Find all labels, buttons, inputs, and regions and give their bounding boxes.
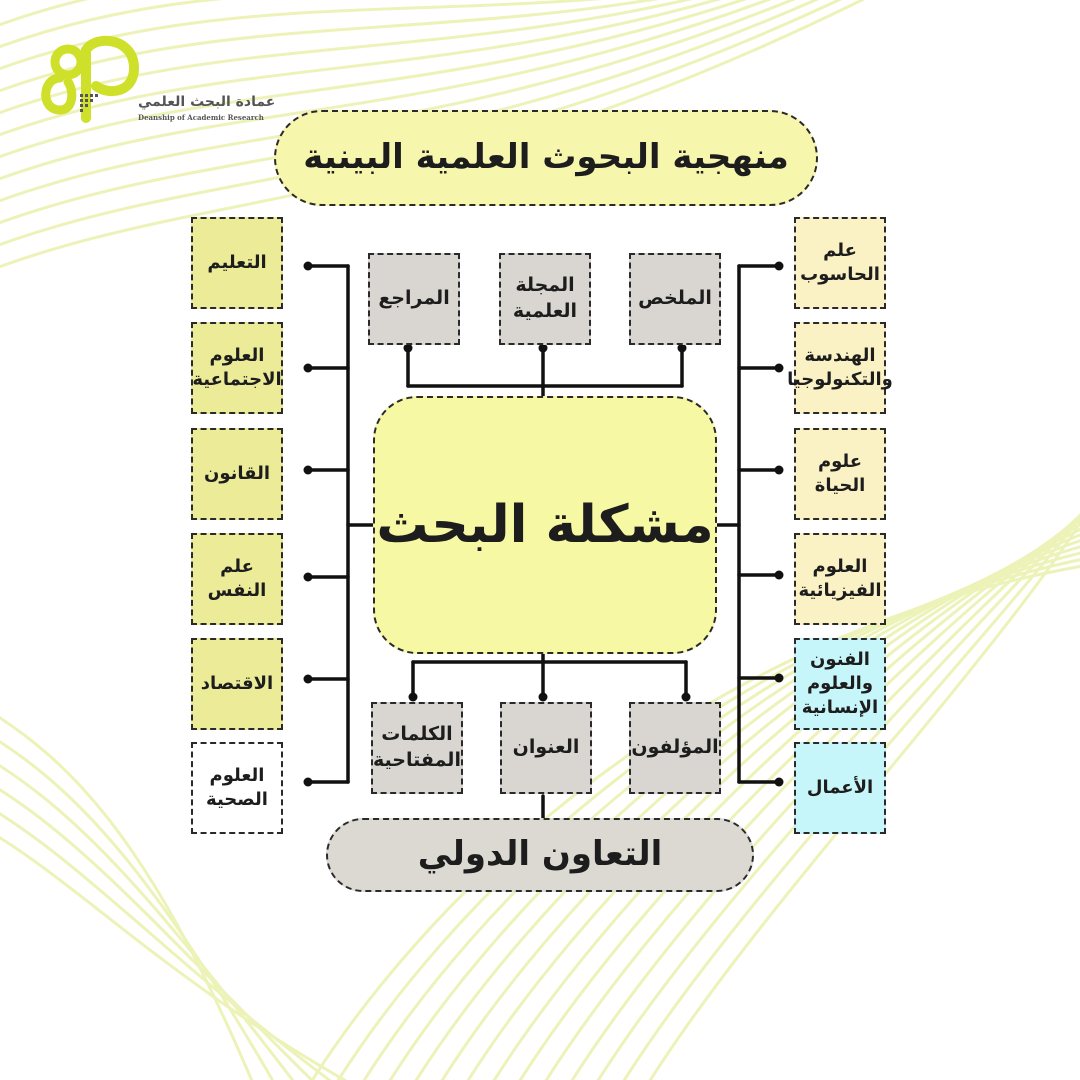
bottom-node-3-label: المؤلفون (631, 736, 719, 759)
left-node-5-label: الاقتصاد (200, 672, 274, 694)
left-node-4-label: النفس (207, 580, 267, 601)
bottom-node-3: المؤلفون (629, 702, 721, 794)
right-node-4: العلوم الفيزيائية (794, 533, 886, 625)
bottom-node-2-label: العنوان (512, 736, 580, 759)
right-node-2-label: الهندسة (804, 344, 876, 366)
top-node-2-label: العلمية (512, 300, 578, 322)
left-node-2-label: الاجتماعية (192, 369, 282, 390)
left-node-6-label: الصحية (206, 789, 268, 810)
deanship-logo: عمادة البحث العلمي Deanship of Academic … (34, 30, 275, 130)
bg-curve-left (0, 716, 254, 1080)
right-node-1-label: علم (823, 239, 857, 261)
bg-curve-left (0, 788, 314, 1080)
bg-curve-top (0, 0, 747, 159)
right-node-4-label: الفيزيائية (798, 580, 882, 601)
left-node-1: التعليم (191, 217, 283, 309)
logo-arabic-text: عمادة البحث العلمي (138, 94, 276, 110)
left-node-1-label: التعليم (207, 251, 267, 273)
top-node-1: المراجع (368, 253, 460, 345)
bg-curve-top (0, 0, 693, 115)
footer-international-cooperation: التعاون الدولي (326, 818, 754, 892)
logo-english-text: Deanship of Academic Research (138, 113, 264, 122)
right-node-5-label: الإنسانية (801, 697, 879, 719)
bg-curve-left (0, 812, 332, 1080)
left-node-4-label: علم (220, 555, 254, 577)
bg-curve-top (0, 0, 772, 181)
right-node-4-label: العلوم (812, 555, 868, 577)
top-node-1-label: المراجع (378, 287, 450, 310)
left-node-2: العلوم الاجتماعية (191, 322, 283, 414)
right-node-6-label: الأعمال (806, 776, 874, 798)
bottom-node-1-label: المفتاحية (373, 749, 461, 771)
left-node-5: الاقتصاد (191, 638, 283, 730)
left-node-6: العلوم الصحية (191, 742, 283, 834)
top-node-2: المجلة العلمية (499, 253, 591, 345)
right-node-6: الأعمال (794, 742, 886, 834)
right-node-2-label: والتكنولوجيا (787, 369, 893, 390)
right-node-1: علم الحاسوب (794, 217, 886, 309)
right-node-3-label: الحياة (814, 475, 866, 496)
right-node-3-label: علوم (817, 450, 863, 472)
diagram-title: منهجية البحوث العلمية البينية (274, 110, 818, 206)
left-node-6-label: العلوم (209, 764, 265, 786)
right-node-3: علوم الحياة (794, 428, 886, 520)
left-node-3-label: القانون (203, 462, 271, 484)
bottom-node-1: الكلمات المفتاحية (371, 702, 463, 794)
bg-curve-bottom (518, 518, 1080, 1080)
bg-curve-top (0, 0, 722, 137)
top-node-3: الملخص (629, 253, 721, 345)
right-node-1-label: الحاسوب (800, 264, 880, 285)
bottom-node-1-label: الكلمات (381, 723, 453, 746)
bottom-node-2: العنوان (500, 702, 592, 794)
top-node-2-label: المجلة (515, 274, 575, 297)
top-node-3-label: الملخص (638, 287, 712, 310)
right-node-2: الهندسة والتكنولوجيا (787, 322, 893, 414)
right-node-5-label: والعلوم (806, 672, 874, 694)
logo-mark-icon (41, 35, 140, 123)
bg-curve-bottom (492, 523, 1080, 1080)
bg-curve-left (0, 764, 295, 1080)
bg-curve-top (0, 0, 224, 49)
center-research-problem: مشكلة البحث (373, 396, 717, 654)
left-node-4: علم النفس (191, 533, 283, 625)
left-node-3: القانون (191, 428, 283, 520)
bg-curve-top (0, 0, 89, 27)
left-node-2-label: العلوم (209, 344, 265, 366)
bg-curve-left (0, 740, 275, 1080)
bg-curve-bottom (648, 520, 1080, 1080)
bg-curve-left (0, 835, 348, 1080)
right-node-5-label: الفنون (810, 648, 870, 670)
